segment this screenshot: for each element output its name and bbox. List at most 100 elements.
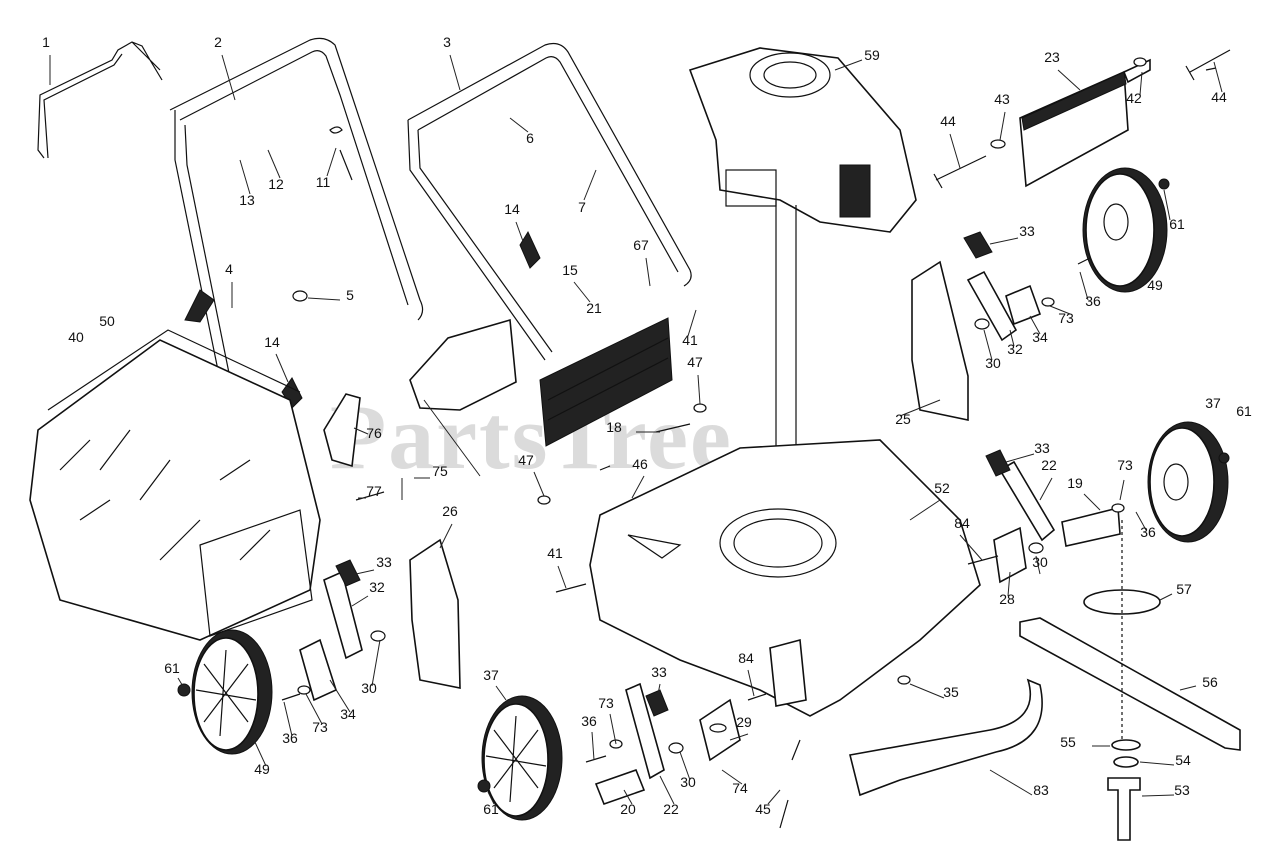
callout-label: 14 <box>504 201 520 217</box>
callout-label: 30 <box>361 680 377 696</box>
callout-label: 35 <box>943 684 959 700</box>
callout-label: 20 <box>620 801 636 817</box>
callout-label: 32 <box>1007 341 1023 357</box>
knob-part-4 <box>184 289 215 323</box>
callout-label: 76 <box>366 425 382 441</box>
callout-label: 61 <box>164 660 180 676</box>
callout-label: 28 <box>999 591 1015 607</box>
callout-label: 54 <box>1175 752 1191 768</box>
callout-label: 73 <box>312 719 328 735</box>
callout-label: 30 <box>985 355 1001 371</box>
callout-label: 13 <box>239 192 255 208</box>
callout-label: 61 <box>1236 403 1252 419</box>
pad-part-33-rear <box>963 231 993 259</box>
callout-label: 44 <box>1211 89 1227 105</box>
callout-label: 4 <box>225 261 233 277</box>
grass-bag-part-40 <box>29 329 321 641</box>
callout-label: 43 <box>994 91 1010 107</box>
callout-label: 52 <box>934 480 950 496</box>
callout-label: 41 <box>682 332 698 348</box>
callout-label: 47 <box>687 354 703 370</box>
callout-label: 15 <box>562 262 578 278</box>
callout-label: 36 <box>581 713 597 729</box>
callout-label: 59 <box>864 47 880 63</box>
pad-part-33-mid <box>985 449 1011 477</box>
callout-label: 47 <box>518 452 534 468</box>
callout-label: 14 <box>264 334 280 350</box>
bracket-part-32-front <box>323 570 363 660</box>
callout-label: 61 <box>483 801 499 817</box>
wheel-part-37-rear <box>1147 421 1229 543</box>
bracket-part-34-rear <box>1005 284 1042 326</box>
callout-label: 7 <box>578 199 586 215</box>
blade-part-56 <box>1019 617 1241 751</box>
pad-part-33-front <box>645 689 669 717</box>
mulch-plug-part-46 <box>409 318 517 411</box>
nut-part-61-front <box>477 779 491 793</box>
discharge-chute-part-76 <box>323 393 361 468</box>
callout-label: 36 <box>1085 293 1101 309</box>
callout-label: 61 <box>1169 216 1185 232</box>
callout-label: 1 <box>42 34 50 50</box>
callout-label: 19 <box>1067 475 1083 491</box>
engine-part-59 <box>688 47 917 540</box>
callout-label: 11 <box>316 174 331 190</box>
callout-label: 41 <box>547 545 563 561</box>
nut-part-61-mid <box>1218 452 1230 464</box>
callout-label: 36 <box>1140 524 1156 540</box>
leader-lines <box>49 54 1223 805</box>
callout-label: 75 <box>432 463 448 479</box>
callout-label: 53 <box>1174 782 1190 798</box>
plate-part-84 <box>769 638 807 707</box>
callout-label: 30 <box>1032 554 1048 570</box>
callout-label: 22 <box>1041 457 1057 473</box>
callout-label: 5 <box>346 287 354 303</box>
callout-label: 57 <box>1176 581 1192 597</box>
callout-label: 37 <box>1205 395 1221 411</box>
callout-label: 67 <box>633 237 649 253</box>
nut-part-61-left <box>177 683 191 697</box>
callout-label: 23 <box>1044 49 1060 65</box>
lower-handle-rod <box>37 41 163 159</box>
callout-label: 33 <box>1019 223 1035 239</box>
bracket-part-22-front <box>625 682 665 780</box>
callout-label: 50 <box>99 313 115 329</box>
callout-label: 26 <box>442 503 458 519</box>
callout-label: 45 <box>755 801 771 817</box>
callout-label: 6 <box>526 130 534 146</box>
fasteners <box>281 49 1231 829</box>
callout-label: 74 <box>732 780 748 796</box>
callout-label: 55 <box>1060 734 1076 750</box>
bracket-part-32-rear <box>966 270 1018 342</box>
callout-label: 73 <box>598 695 614 711</box>
callout-label: 22 <box>663 801 679 817</box>
bracket-part-20 <box>594 768 646 806</box>
callout-label: 46 <box>632 456 648 472</box>
callout-label: 56 <box>1202 674 1218 690</box>
callout-label: 3 <box>443 34 451 50</box>
callout-label: 84 <box>738 650 754 666</box>
callout-label: 21 <box>586 300 602 316</box>
callout-label: 73 <box>1117 457 1133 473</box>
wheel-part-49-front <box>191 629 273 755</box>
pad-part-33-left <box>335 559 361 587</box>
callout-label: 37 <box>483 667 499 683</box>
callout-label: 32 <box>369 579 385 595</box>
washer-part-54 <box>1113 756 1139 768</box>
callout-label: 73 <box>1058 310 1074 326</box>
callout-label: 2 <box>214 34 222 50</box>
callout-label: 44 <box>940 113 956 129</box>
watermark-text: PartsTree <box>330 386 733 488</box>
callout-label: 29 <box>736 714 752 730</box>
wheel-part-49-rear <box>1082 167 1168 293</box>
callout-label: 33 <box>1034 440 1050 456</box>
height-adjuster-part-26 <box>409 538 461 689</box>
callout-label: 30 <box>680 774 696 790</box>
callout-label: 33 <box>651 664 667 680</box>
handle-part-3 <box>407 42 692 361</box>
callout-label: 49 <box>1147 277 1163 293</box>
knob-part-14-upper <box>519 230 541 269</box>
nut-part-61-rear <box>1158 178 1170 190</box>
callout-label: 36 <box>282 730 298 746</box>
